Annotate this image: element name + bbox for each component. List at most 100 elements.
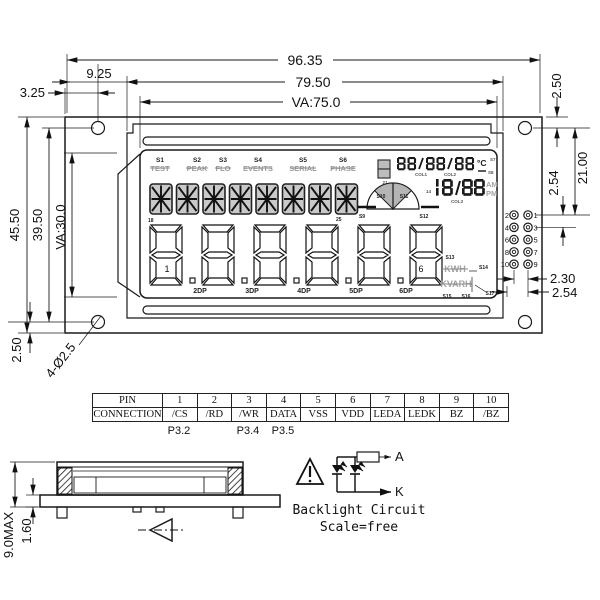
dim-hole-offset-x: 9.25 xyxy=(86,66,111,81)
dim-edge-offset: 3.25 xyxy=(20,85,45,100)
gauge-s10: S10 xyxy=(377,194,386,200)
pad-number-7: 7 xyxy=(534,248,538,257)
gauge-s9: S9 xyxy=(359,214,365,220)
module-outline xyxy=(64,116,543,334)
segment-number-18: 18 xyxy=(148,218,154,224)
dim-hole-top: 2.50 xyxy=(549,73,564,98)
connection-cell: VSS xyxy=(300,407,336,422)
col3-label: COL3 xyxy=(451,199,463,204)
glass-bevel-edge xyxy=(117,153,141,298)
annunciator-row: S1 TEST S2 PEAK S3 FLO S4 EVENTS S5 SERI… xyxy=(150,157,391,185)
annunciator-s1: S1 xyxy=(156,157,164,164)
s17-label: S17 xyxy=(486,291,495,297)
digit-number-6: 6 xyxy=(418,264,423,274)
s15-label: S15 xyxy=(443,294,452,300)
connection-cell: /CS xyxy=(162,407,198,422)
pin-number-cell: 7 xyxy=(369,393,406,408)
indicator-pin-number: 21 xyxy=(382,180,388,185)
dim-va-width: VA:75.0 xyxy=(292,94,341,110)
pad-number-8: 8 xyxy=(505,248,509,257)
pin-number-cell: 8 xyxy=(404,393,440,408)
pin-connection-table: PIN 1 2 3 4 5 6 7 8 9 10 CONNECTION /CS … xyxy=(92,393,509,422)
pad-number-4: 4 xyxy=(505,223,509,232)
side-view: 9.0MAX 1.60 xyxy=(1,461,281,558)
dim-total-width: 96.35 xyxy=(287,52,322,68)
side-tab xyxy=(132,506,142,513)
table-header-connection: CONNECTION xyxy=(92,407,163,422)
pad-column-right xyxy=(523,210,533,269)
digit-number-1: 1 xyxy=(164,264,169,274)
zebra-strip-bottom xyxy=(142,305,491,315)
side-pin-left xyxy=(56,506,68,519)
table-header-pin: PIN xyxy=(92,393,163,408)
mcu-note-p34: P3.4 xyxy=(236,425,260,437)
connector-pads: 2 4 6 8 10 1 3 5 7 9 xyxy=(501,210,538,269)
pad-number-6: 6 xyxy=(505,236,509,245)
pin-number-cell: 9 xyxy=(438,393,475,408)
connection-cell: LEDA xyxy=(369,407,406,422)
pin-number-cell: 6 xyxy=(334,393,371,408)
warning-triangle-icon xyxy=(295,457,325,485)
dim-pin-pitch-v: 2.54 xyxy=(546,170,561,195)
connection-cell: /BZ xyxy=(473,407,509,422)
right-dimensions: 2.50 21.00 2.54 2.30 2.54 xyxy=(490,73,590,300)
s14-label: S14 xyxy=(479,265,488,271)
pad-number-5: 5 xyxy=(534,236,538,245)
dim-va-height: VA:30.0 xyxy=(53,204,68,249)
s16-label: S16 xyxy=(462,294,471,300)
mcu-note-p32: P3.2 xyxy=(167,425,191,437)
annunciator-s2: S2 xyxy=(193,157,201,164)
time-slash xyxy=(455,180,461,196)
pad-number-2: 2 xyxy=(505,211,509,220)
dim-outline-width: 79.50 xyxy=(295,74,330,90)
annunciator-s5: S5 xyxy=(299,157,307,164)
gauge-s12: S12 xyxy=(420,214,429,220)
date-slash xyxy=(447,157,453,170)
dim-pad-gap: 2.30 xyxy=(550,271,575,286)
segment-number-14: 14 xyxy=(426,189,432,194)
dim-hole-diameter-note: 4-Ø2.5 xyxy=(42,340,78,381)
pin-number-cell: 2 xyxy=(196,393,233,408)
mcu-note-p35: P3.5 xyxy=(271,425,295,437)
side-tab xyxy=(155,506,165,513)
table-row-pin: PIN 1 2 3 4 5 6 7 8 9 10 xyxy=(92,393,509,408)
side-bezel-hatch-right xyxy=(227,467,243,495)
date-slash xyxy=(418,157,424,170)
col1-label: COL1 xyxy=(415,172,427,177)
mounting-hole-bottom-right xyxy=(517,314,533,330)
s7-label: S7 xyxy=(490,157,496,162)
dp-label-5: 5DP xyxy=(349,288,363,295)
pin-number-cell: 10 xyxy=(473,393,509,408)
connection-cell: VDD xyxy=(334,407,371,422)
pm-label: PM xyxy=(486,189,497,198)
degree-c-symbol: °C xyxy=(477,158,487,168)
time-display: 14 COL3 AM PM xyxy=(426,179,498,204)
connection-cell: DATA xyxy=(265,407,302,422)
connection-cell: LEDK xyxy=(404,407,440,422)
backlight-title: Backlight Circuit xyxy=(292,503,425,518)
decimal-point xyxy=(241,277,248,284)
anode-label: A xyxy=(395,449,404,464)
units-block: S13 KWH S14 KVARH S15 S16 S17 xyxy=(440,255,495,300)
table-row-connection: CONNECTION /CS /RD /WR DATA VSS VDD LEDA… xyxy=(92,407,509,422)
connection-cell: BZ xyxy=(438,407,475,422)
segment-number-25: 25 xyxy=(336,217,342,223)
backlight-scale: Scale=free xyxy=(320,520,398,535)
annunciator-s3: S3 xyxy=(219,157,227,164)
dp-label-6: 6DP xyxy=(399,288,413,295)
annunciator-s4: S4 xyxy=(254,157,262,164)
alphanumeric-row: 18 25 xyxy=(148,183,359,224)
backlight-circuit: A K Backlight Circuit Scale=free xyxy=(292,449,425,535)
front-view xyxy=(64,116,543,334)
side-pcb xyxy=(39,494,281,508)
lcd-display-content: S1 TEST S2 PEAK S3 FLO S4 EVENTS S5 SERI… xyxy=(148,157,498,300)
am-label: AM xyxy=(486,180,498,189)
side-bezel-hatch-left xyxy=(57,467,73,495)
pad-number-3: 3 xyxy=(534,223,538,232)
indicator-icon xyxy=(377,159,391,170)
pad-number-10: 10 xyxy=(501,260,509,269)
decimal-point xyxy=(397,277,404,284)
dp-label-3: 3DP xyxy=(245,288,259,295)
